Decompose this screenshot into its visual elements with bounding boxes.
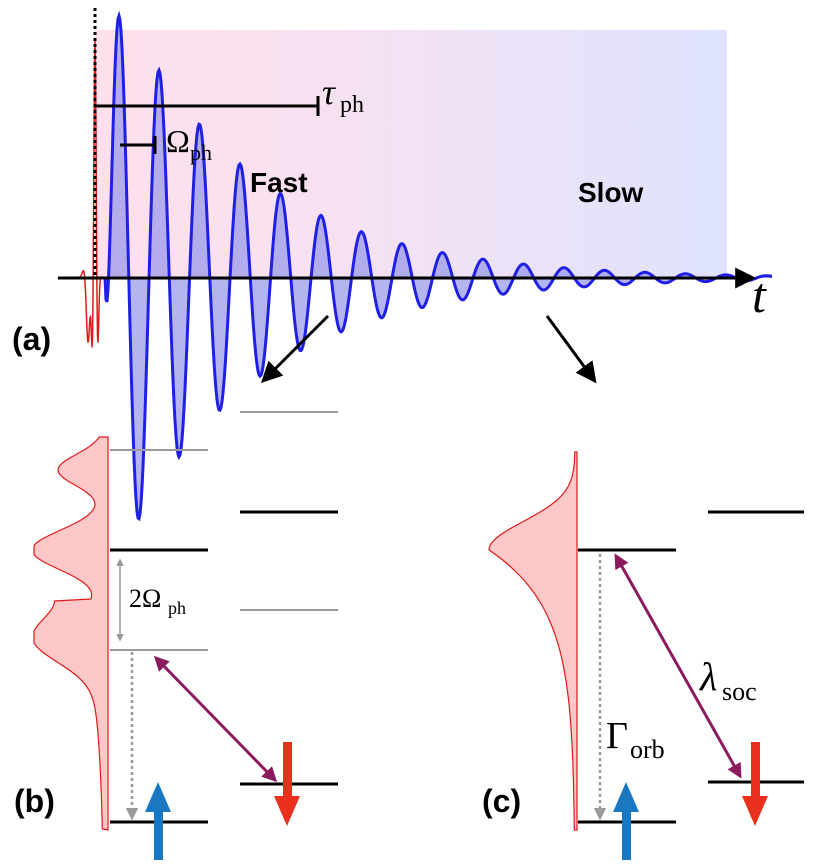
omega-subscript: ph [190,140,212,165]
panel-c: Γ orb λ soc (c) [482,451,804,860]
vibronic-distribution [33,436,109,831]
slow-region-label: Slow [578,177,644,208]
spacing-symbol: 2Ω [129,584,161,613]
spin-orbit-coupling-arrow [614,553,742,779]
panel-a: t τ ph Ω ph Fast Slow (a) [12,8,773,522]
tau-symbol: τ [322,72,336,112]
phonon-oscillation-curve [103,10,773,522]
slow-regime-arrow [545,315,597,384]
lambda-subscript: soc [722,677,757,706]
spin-down-arrow [742,742,768,826]
spin-orbit-coupling-arrow [153,655,278,783]
fast-region-label: Fast [250,167,308,198]
thermal-distribution [488,451,578,831]
spin-up-arrow [613,782,639,860]
spin-up-arrow [145,782,171,860]
gamma-symbol: Γ [606,715,628,757]
spacing-subscript: ph [168,598,186,618]
tau-subscript: ph [340,92,364,118]
panel-c-label: (c) [482,783,521,819]
oscillation-fill [105,15,772,519]
gamma-subscript: orb [630,735,665,764]
omega-symbol: Ω [166,123,190,159]
panel-b: 2Ω ph (b) [14,411,338,860]
panel-a-label: (a) [12,321,51,357]
panel-b-label: (b) [14,783,55,819]
time-axis-label: t [752,267,767,323]
spin-down-arrow [274,742,300,826]
fast-regime-arrow [261,314,330,383]
lambda-symbol: λ [699,654,717,699]
